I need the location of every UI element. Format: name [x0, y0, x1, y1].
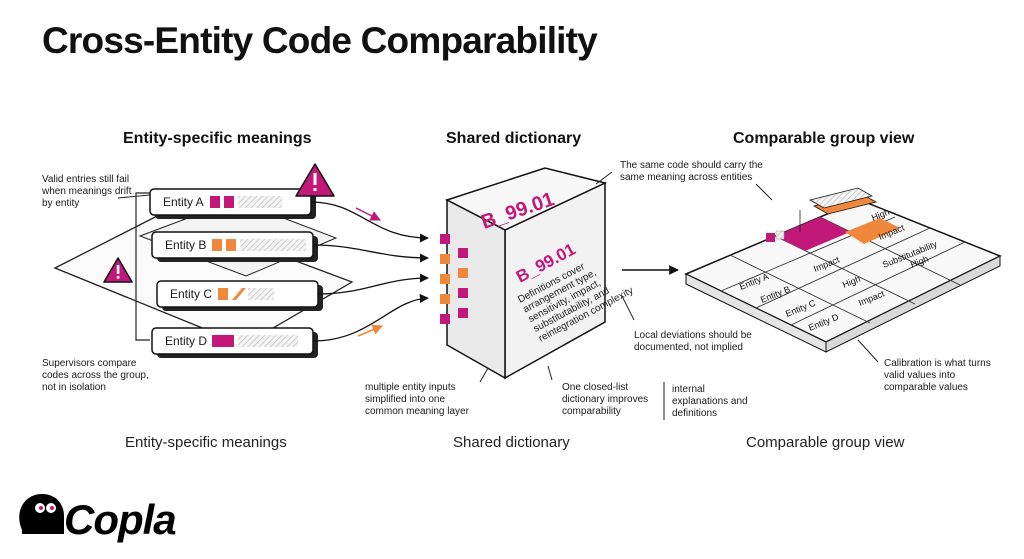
note-valid-entries: Valid entries still fail when meanings d…	[42, 174, 132, 209]
orange-swatch	[218, 288, 228, 300]
magenta-swatch	[212, 335, 234, 347]
orange-swatch	[232, 288, 246, 300]
input-arrows	[310, 201, 429, 342]
magenta-swatch	[210, 196, 220, 208]
note-multiple-inputs: multiple entity inputs simplified into o…	[365, 382, 469, 417]
warning-icon	[103, 257, 133, 283]
entity-label-b: Entity B	[165, 238, 207, 252]
entity-card-c	[156, 280, 323, 311]
section-title-shared-dictionary: Shared dictionary	[446, 130, 582, 147]
section-title-group-view: Comparable group view	[733, 130, 915, 147]
entity-card-b	[151, 231, 318, 262]
note-closed-list: One closed-list dictionary improves comp…	[562, 382, 649, 417]
entity-bracket	[135, 192, 150, 341]
entity-label-d: Entity D	[165, 334, 208, 348]
section-title-entity-meanings: Entity-specific meanings	[123, 130, 312, 147]
warning-icon	[295, 163, 335, 197]
entity-card-a	[149, 188, 316, 219]
grid-leaders	[755, 183, 879, 363]
left-planes	[53, 199, 354, 346]
note-calibration: Calibration is what turns valid values i…	[884, 358, 991, 393]
footer-shared-dictionary: Shared dictionary	[453, 434, 570, 451]
dictionary-cube: B_99.01 B_99.01 Definitions cover arrang…	[440, 167, 635, 380]
footer-entity-meanings: Entity-specific meanings	[125, 434, 287, 451]
orange-swatch	[212, 239, 222, 251]
note-internal: internal explanations and definitions	[672, 384, 748, 419]
footer-group-view: Comparable group view	[746, 434, 905, 451]
orange-arrow	[357, 324, 383, 337]
magenta-arrow	[355, 207, 381, 221]
comparable-grid: Entity A Entity B Entity C Entity D Impa…	[684, 187, 1002, 353]
leader-valid-entries	[117, 194, 151, 199]
cube-leaders	[479, 171, 635, 383]
note-supervisors: Supervisors compare codes across the gro…	[42, 358, 149, 393]
copla-logo: Copla	[64, 496, 177, 543]
orange-swatch	[226, 239, 236, 251]
entity-label-a: Entity A	[163, 195, 204, 209]
note-local-deviations: Local deviations should be documented, n…	[634, 330, 752, 353]
note-same-code: The same code should carry the same mean…	[620, 160, 763, 183]
magenta-swatch	[224, 196, 234, 208]
copla-logo-icon	[19, 494, 64, 534]
entity-label-c: Entity C	[170, 287, 213, 301]
entity-card-d	[151, 327, 318, 358]
page-title: Cross-Entity Code Comparability	[42, 20, 598, 61]
